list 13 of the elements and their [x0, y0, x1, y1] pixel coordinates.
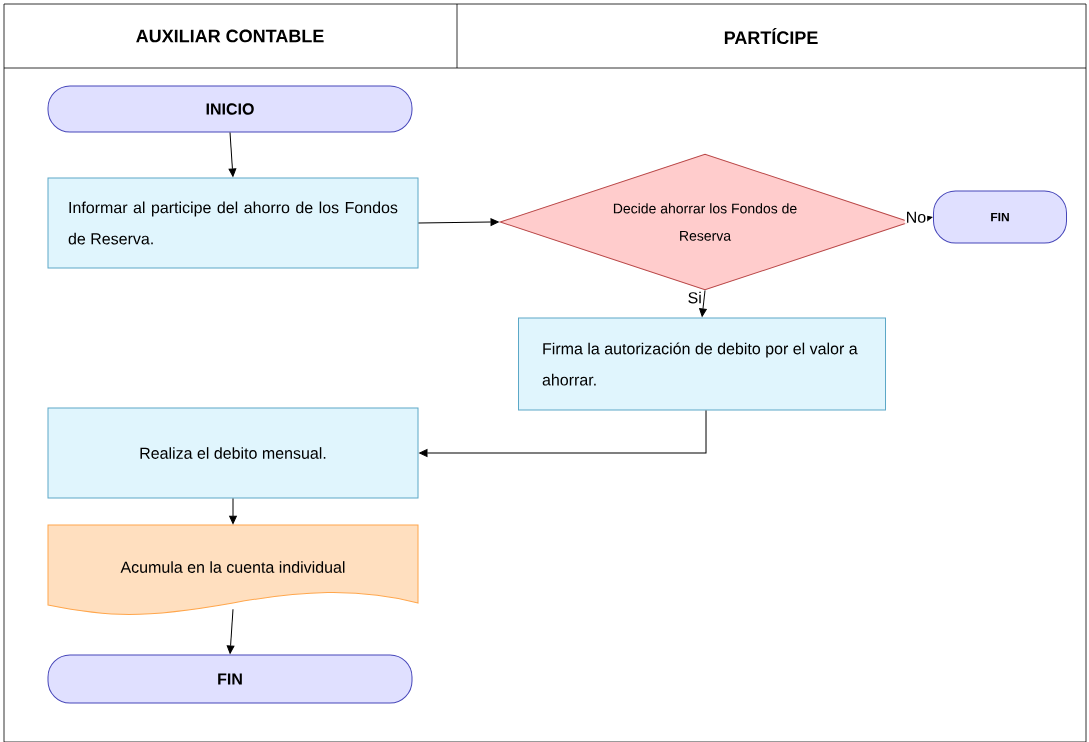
edge-label: Si [686, 290, 703, 305]
arrow [229, 498, 237, 525]
arrow [418, 218, 499, 226]
edge-label: No [904, 210, 928, 224]
process-box: Informar al participe del ahorro de los Fondos de Reserva. [47, 177, 419, 269]
arrow [699, 290, 707, 317]
arrow [419, 410, 707, 457]
arrow [228, 132, 237, 177]
column-header: PARTÍCIPE [724, 27, 818, 45]
process-box: Realiza el debito mensual. [47, 407, 419, 499]
column-header: AUXILIAR CONTABLE [136, 29, 324, 43]
arrow [226, 608, 235, 654]
process-box: Firma la autorización de debito por el valor a ahorrar. [518, 317, 886, 411]
